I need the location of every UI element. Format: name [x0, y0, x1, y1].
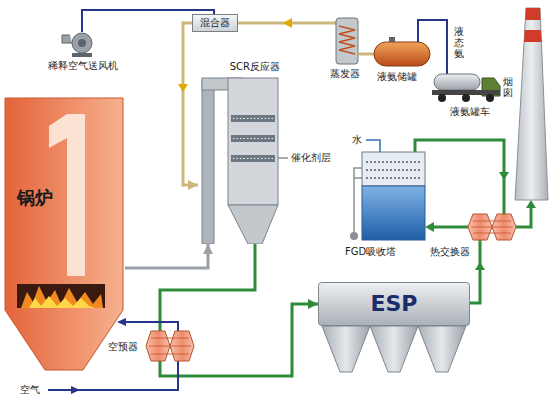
- boiler-body-outline: [3, 96, 125, 372]
- reactor-body: [228, 78, 278, 205]
- mixer-box: 混合器: [192, 14, 238, 32]
- flow-arrow: [425, 222, 434, 232]
- evaporator-coil: [339, 26, 355, 54]
- absorber-top: [362, 152, 425, 186]
- evaporator-shell: [336, 18, 358, 64]
- part-label: FGD吸收塔: [345, 246, 396, 258]
- flow-arrow: [283, 18, 292, 28]
- esp-hopper: [418, 326, 466, 372]
- recirculation-pipe: [354, 168, 362, 236]
- node-label: 锅炉: [17, 188, 53, 209]
- unloading-pipe: [418, 20, 447, 74]
- part-label: 蒸发器: [330, 68, 360, 80]
- boiler-body: 锅炉: [3, 96, 125, 372]
- flue-duct: [415, 140, 504, 214]
- flow-arrow: [475, 262, 485, 270]
- scr-reactor: SCR反应器: [198, 60, 282, 244]
- part-label: 稀释空气送风机: [48, 60, 118, 72]
- preheater-fins: [149, 338, 191, 354]
- flue-duct: [516, 207, 531, 227]
- catalyst-dots: [233, 119, 274, 159]
- flame: [29, 296, 95, 308]
- flow-connector: [125, 244, 208, 268]
- chimney-band: [525, 8, 540, 20]
- ammonia-pipe: [358, 53, 374, 56]
- truck-wheel: [486, 94, 494, 102]
- part-label: 烟囱: [503, 76, 513, 98]
- flow-arrow: [499, 172, 509, 180]
- water-pipe: [366, 140, 380, 152]
- esp-box: ESP: [318, 282, 470, 326]
- node-label: 混合器: [200, 17, 230, 29]
- flow-arrow: [71, 386, 80, 394]
- scr-reactor-outline: [198, 60, 282, 244]
- part-label: 液氨储罐: [377, 71, 417, 83]
- part-label: 液态氨: [454, 26, 464, 59]
- node-label: ESP: [371, 291, 418, 316]
- part-label: 液氨罐车: [450, 106, 490, 118]
- truck-wheel: [438, 94, 446, 102]
- part-label: 空气: [20, 384, 40, 396]
- chimney-band: [524, 30, 542, 42]
- spray-header: [366, 162, 421, 178]
- esp-hopper: [322, 326, 370, 372]
- furnace-channel: [49, 114, 85, 276]
- fan-inlet: [62, 35, 72, 43]
- flow-connector: [160, 244, 318, 376]
- storage-tank: [374, 42, 430, 66]
- exchanger-fins: [471, 221, 513, 233]
- truck-tank: [434, 74, 480, 90]
- truck-wheel: [462, 94, 470, 102]
- esp-hopper: [370, 326, 418, 372]
- tank-valve: [389, 37, 395, 42]
- chimney: [515, 8, 548, 200]
- leader-line: [277, 158, 288, 159]
- part-label: 催化剂层: [291, 152, 331, 164]
- fan-base: [72, 53, 92, 57]
- esp-casing: [319, 283, 470, 326]
- fan-hub: [78, 39, 86, 47]
- pump: [350, 232, 358, 240]
- flow-connector: [183, 23, 198, 185]
- boiler-shell: [5, 98, 123, 370]
- flow-arrow: [526, 200, 536, 208]
- flue-duct: [470, 240, 480, 303]
- inlet-duct: [202, 80, 214, 244]
- part-label: 水: [352, 134, 362, 146]
- fan-casing: [72, 33, 92, 53]
- flow-arrow: [117, 318, 126, 326]
- flow-arrow: [178, 84, 188, 92]
- firebox: [17, 284, 105, 308]
- part-label: 热交换器: [430, 246, 470, 258]
- node-label: SCR反应器: [230, 61, 280, 73]
- reactor-hopper: [228, 205, 278, 244]
- flame: [21, 286, 103, 308]
- part-label: 空预器: [108, 341, 138, 353]
- absorber-slurry: [362, 186, 425, 240]
- flue-duct: [432, 226, 468, 229]
